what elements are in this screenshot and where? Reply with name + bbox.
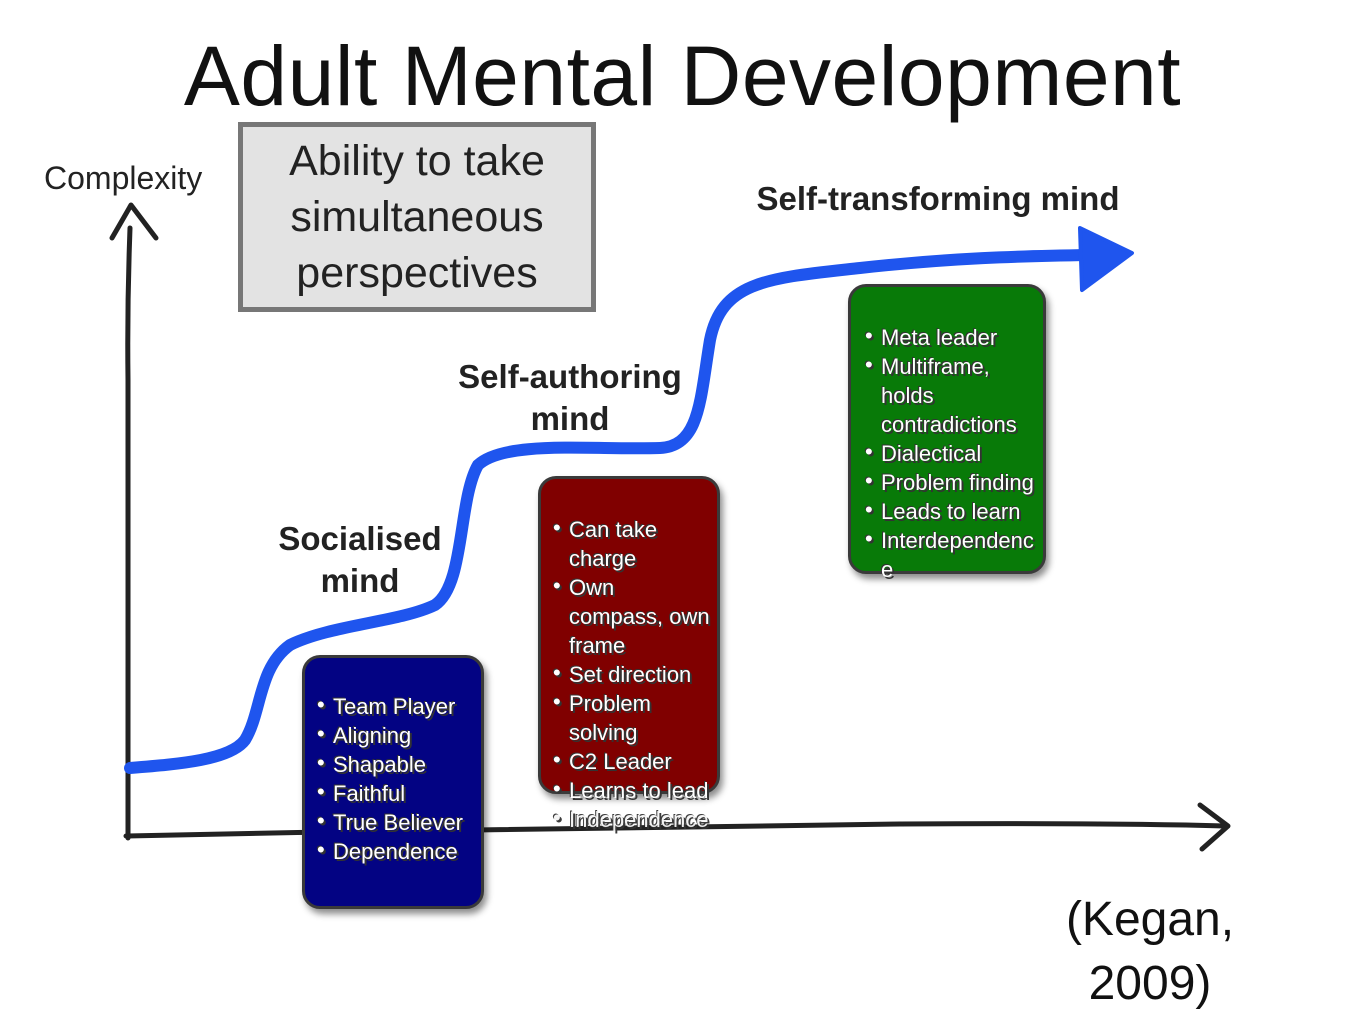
trait-item: Own compass, own frame bbox=[551, 571, 711, 660]
y-axis-label: Complexity bbox=[44, 160, 203, 196]
development-curve-arrowhead bbox=[1078, 226, 1134, 292]
traits-box-self-transforming: Meta leader Multiframe, holds contradict… bbox=[848, 284, 1046, 582]
trait-item: Dialectical bbox=[863, 437, 1037, 468]
development-curve bbox=[124, 249, 1096, 774]
callout-text: Ability to take simultaneous perspective… bbox=[289, 137, 545, 297]
trait-item: C2 Leader bbox=[551, 745, 711, 776]
trait-item: Faithful bbox=[315, 777, 475, 808]
citation: (Kegan, 2009) bbox=[1065, 893, 1235, 1010]
stage-label-self-authoring: Self-authoring mind bbox=[458, 358, 682, 437]
trait-item: Meta leader bbox=[863, 321, 1037, 352]
trait-item: Dependence bbox=[315, 835, 475, 866]
traits-list-socialised: Team Player Aligning Shapable Faithful T… bbox=[315, 690, 475, 866]
traits-box-self-authoring: Can take charge Own compass, own frame S… bbox=[538, 476, 720, 832]
trait-item: Can take charge bbox=[551, 513, 711, 573]
trait-item: Multiframe, holds contradictions bbox=[863, 350, 1037, 439]
trait-item: Independence bbox=[551, 803, 711, 834]
trait-item: Team Player bbox=[315, 690, 475, 721]
stage-label-socialised: Socialised mind bbox=[278, 520, 442, 599]
trait-item: True Believer bbox=[315, 806, 475, 837]
trait-item: Shapable bbox=[315, 748, 475, 779]
traits-box-socialised: Team Player Aligning Shapable Faithful T… bbox=[302, 655, 484, 909]
traits-list-self-transforming: Meta leader Multiframe, holds contradict… bbox=[863, 321, 1037, 584]
page-title: Adult Mental Development bbox=[183, 29, 1182, 123]
traits-list-self-authoring: Can take charge Own compass, own frame S… bbox=[551, 513, 711, 834]
callout-box: Ability to take simultaneous perspective… bbox=[238, 122, 596, 312]
x-axis-arrowhead bbox=[1197, 802, 1231, 852]
y-axis-arrowhead bbox=[109, 202, 159, 241]
trait-item: Set direction bbox=[551, 658, 711, 689]
trait-item: Problem solving bbox=[551, 687, 711, 747]
trait-item: Aligning bbox=[315, 719, 475, 750]
stage-label-self-transforming: Self-transforming mind bbox=[756, 180, 1120, 217]
trait-item: Problem finding bbox=[863, 466, 1037, 497]
trait-item: Leads to learn bbox=[863, 495, 1037, 526]
trait-item: Interdependenc e bbox=[863, 524, 1037, 584]
trait-item: Learns to lead bbox=[551, 774, 711, 805]
y-axis-line bbox=[125, 225, 133, 841]
